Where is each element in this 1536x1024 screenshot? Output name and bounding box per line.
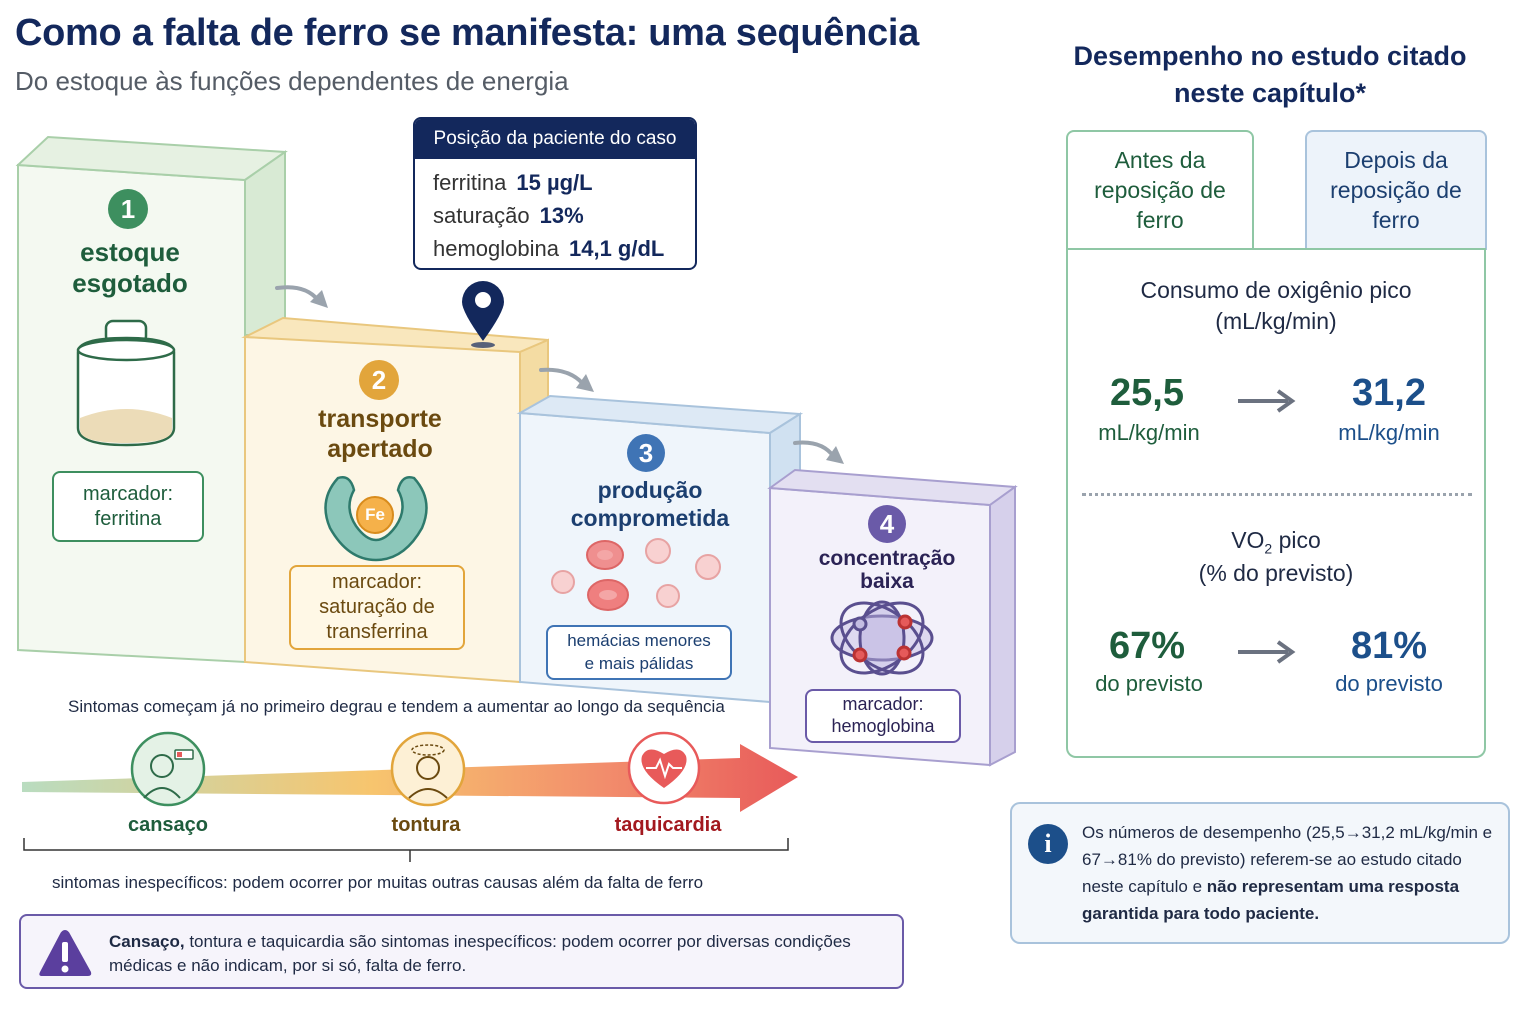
red-cells-icon <box>551 538 721 611</box>
heart-rate-icon <box>627 731 701 805</box>
symptoms-caption: Sintomas começam já no primeiro degrau e… <box>68 697 725 716</box>
metric2-after-value: 81% <box>1350 625 1428 667</box>
metric2-title: VO2 pico (% do previsto) <box>1198 527 1354 587</box>
step1-side <box>244 150 286 336</box>
metric1-arrow-icon <box>1238 389 1296 413</box>
symptom-label-tachycardia: taquicardia <box>614 814 722 836</box>
info-icon: i <box>1028 824 1068 864</box>
step4-marker: marcador:hemoglobina <box>805 689 961 743</box>
info-box: i Os números de desempenho (25,5→31,2 mL… <box>1010 802 1510 944</box>
bracket-note: sintomas inespecíficos: podem ocorrer po… <box>52 873 704 892</box>
step3-number: 3 <box>627 434 665 472</box>
step1-marker: marcador:ferritina <box>52 471 204 542</box>
metric1-before-value: 25,5 <box>1110 372 1184 414</box>
panel-top-line <box>1066 248 1486 250</box>
panel-box <box>1066 248 1486 758</box>
metric2-before-value: 67% <box>1108 625 1186 667</box>
step1-number: 1 <box>108 189 148 229</box>
step4-side <box>989 485 1016 767</box>
metric1-title: Consumo de oxigênio pico(mL/kg/min) <box>1140 277 1412 335</box>
page-subtitle: Do estoque às funções dependentes de ene… <box>15 66 569 96</box>
empty-jar-icon <box>76 319 176 447</box>
hemoglobin-icon <box>830 600 934 676</box>
warning-box: Cansaço, tontura e taquicardia são sinto… <box>19 914 904 989</box>
fe-label: Fe <box>365 505 385 524</box>
case-header: Posição da paciente do caso <box>415 119 695 159</box>
col-before-header: Antes da reposição de ferro <box>1066 130 1254 250</box>
fatigue-icon <box>130 731 206 807</box>
metric-divider <box>1082 493 1472 496</box>
panel-title: Desempenho no estudo citado neste capítu… <box>1073 41 1467 109</box>
metric2-after-unit: do previsto <box>1335 671 1443 696</box>
page-title: Como a falta de ferro se manifesta: uma … <box>15 12 919 54</box>
step2-number: 2 <box>359 360 399 400</box>
metric2-arrow-icon <box>1238 640 1296 664</box>
symptom-label-dizziness: tontura <box>391 814 461 836</box>
dizziness-icon <box>390 731 466 807</box>
metric2-before-unit: do previsto <box>1095 671 1203 696</box>
col-after-header: Depois da reposição de ferro <box>1305 130 1487 250</box>
transferrin-icon <box>324 476 428 562</box>
metric1-before-unit: mL/kg/min <box>1098 420 1200 445</box>
metric1-after-value: 31,2 <box>1352 372 1426 414</box>
location-pin-icon <box>462 281 504 348</box>
staircase-diagram <box>15 135 1018 767</box>
step4-number: 4 <box>868 505 906 543</box>
metric1-after-unit: mL/kg/min <box>1338 420 1440 445</box>
warning-text: Cansaço, tontura e taquicardia são sinto… <box>109 932 851 976</box>
warning-icon <box>39 930 92 976</box>
info-text: Os números de desempenho (25,5→31,2 mL/k… <box>1082 823 1493 923</box>
symptom-label-fatigue: cansaço <box>127 814 209 836</box>
